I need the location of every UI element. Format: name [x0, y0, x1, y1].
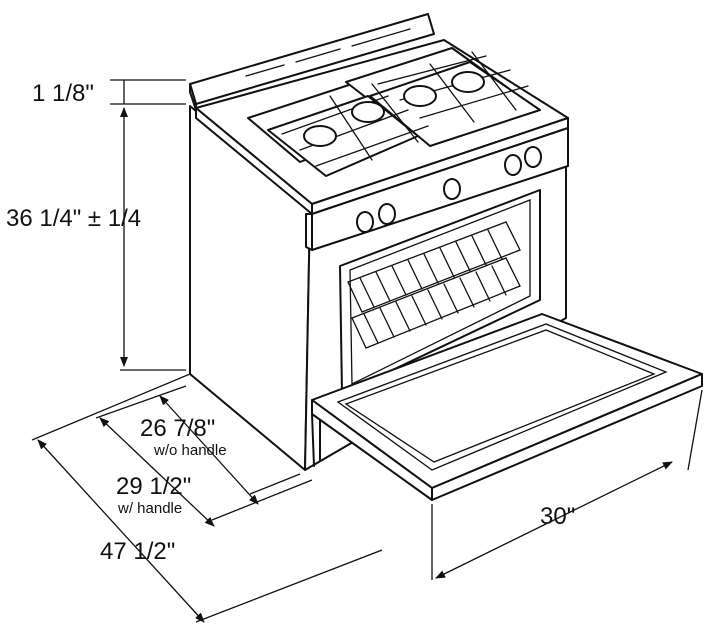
burner-grates	[247, 47, 541, 177]
dimension-lines	[31, 79, 703, 623]
dimension-labels: 1 1/8" 36 1/4" ± 1/4 26 7/8" w/o handle …	[6, 80, 575, 565]
burner-cap-3	[403, 85, 437, 107]
knob-5[interactable]	[524, 146, 542, 168]
height-label: 36 1/4" ± 1/4	[6, 205, 141, 232]
control-panel-side	[305, 213, 313, 251]
backguard-top	[189, 83, 197, 111]
burner-cap-1	[303, 125, 337, 147]
knob-3[interactable]	[443, 178, 461, 200]
depth-with-handle-label: 29 1/2"	[116, 473, 191, 500]
control-knobs	[356, 146, 542, 233]
oven-racks	[347, 221, 521, 349]
oven-cavity	[339, 189, 541, 395]
backguard-label: 1 1/8"	[32, 80, 94, 107]
depth-with-handle-note: w/ handle	[117, 500, 182, 517]
depth-door-open-label: 47 1/2"	[100, 538, 175, 565]
depth-door-open-line	[37, 439, 205, 623]
knob-4[interactable]	[504, 154, 522, 176]
knob-1[interactable]	[356, 211, 374, 233]
burner-cap-2	[351, 101, 385, 123]
depth-without-handle-note: w/o handle	[153, 442, 227, 459]
range-illustration	[189, 13, 703, 501]
depth-without-handle-label: 26 7/8"	[140, 415, 215, 442]
width-dimension-line	[435, 461, 673, 579]
width-label: 30"	[540, 503, 575, 530]
burner-cap-4	[451, 71, 485, 93]
oven-door-window	[336, 323, 668, 471]
knob-2[interactable]	[378, 203, 396, 225]
